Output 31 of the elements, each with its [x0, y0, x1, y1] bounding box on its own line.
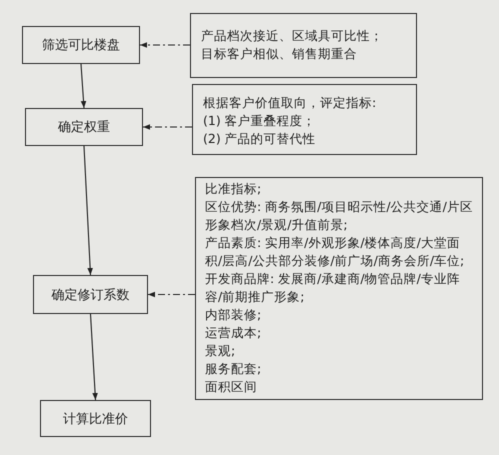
process-box — [40, 400, 151, 437]
note-text: 内部装修; — [205, 306, 262, 324]
note-box — [195, 177, 483, 400]
note-text: 目标客户相似、销售期重合 — [201, 45, 358, 63]
process-box — [25, 108, 143, 146]
process-box — [22, 26, 140, 64]
dashed-arrow — [143, 124, 192, 130]
note-text: (2) 产品的可替代性 — [203, 130, 317, 148]
note-text: 面积区间 — [205, 378, 258, 396]
note-text: 开发商品牌: 发展商/承建商/物管品牌/专业阵容/前期推广形象; — [205, 270, 461, 306]
dashed-arrow — [148, 292, 195, 298]
step-label: 计算比准价 — [63, 410, 128, 428]
arrow — [90, 314, 98, 400]
note-text: 比准指标; — [205, 180, 262, 198]
note-text: 产品档次接近、区域具可比性； — [201, 27, 384, 45]
step-label: 确定修订系数 — [52, 286, 130, 304]
note-box — [190, 13, 417, 78]
note-text: 运营成本; — [205, 324, 262, 342]
note-text: 服务配套; — [205, 360, 262, 378]
note-text: 产品素质: 实用率/外观形象/楼体高度/大堂面积/层高/公共部分装修/前广场/商务会所/车位; — [205, 234, 466, 270]
process-box — [33, 275, 148, 314]
note-text: (1) 客户重叠程度； — [203, 112, 317, 130]
dashed-arrow — [140, 42, 190, 48]
step-label: 筛选可比楼盘 — [42, 37, 120, 54]
step-label: 确定权重 — [58, 119, 110, 136]
note-box — [192, 84, 417, 155]
note-text: 区位优势: 商务氛围/项目昭示性/公共交通/片区形象档次/景观/升值前景; — [205, 198, 474, 234]
note-text: 景观; — [205, 342, 236, 360]
arrow — [83, 146, 93, 276]
note-text: 根据客户价值取向，评定指标: — [203, 94, 378, 112]
arrow — [80, 64, 86, 108]
